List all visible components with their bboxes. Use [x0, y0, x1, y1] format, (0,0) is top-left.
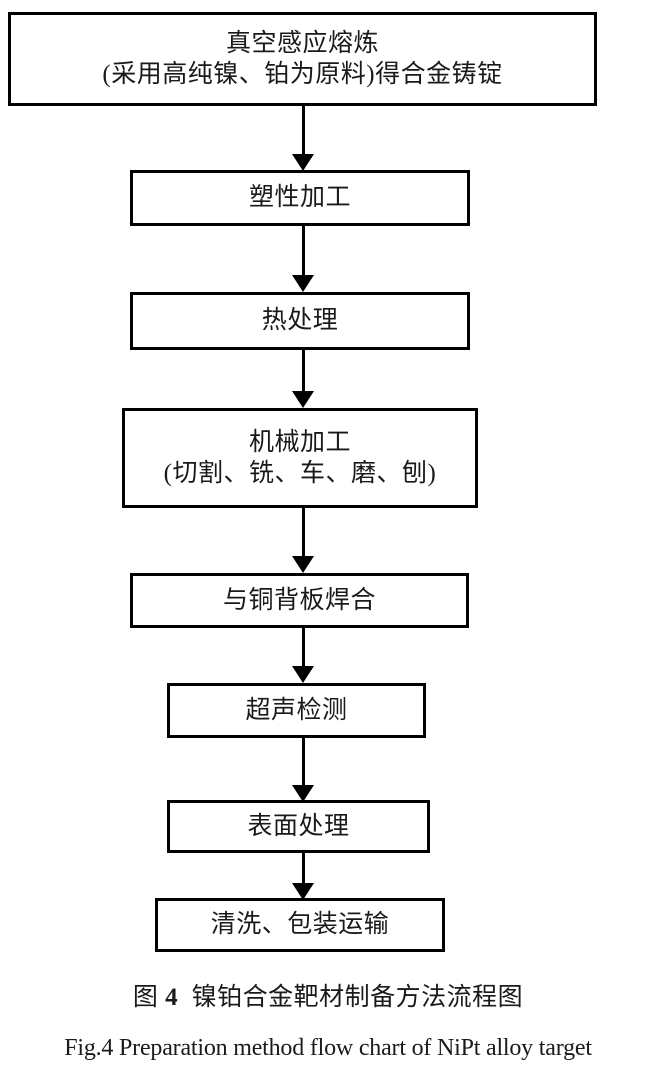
flow-node-line: 热处理: [261, 307, 339, 335]
flow-arrow-2: [292, 226, 314, 292]
flow-node-line: (采用高纯镍、铂为原料)得合金铸锭: [102, 61, 503, 88]
arrow-head-icon: [292, 154, 314, 171]
flow-node-heat-treatment: 热处理: [130, 292, 470, 350]
flow-arrow-6: [292, 738, 314, 802]
caption-fig-number: 4: [165, 984, 179, 1011]
flow-arrow-7: [292, 853, 314, 900]
figure-caption-chinese: 图 4 镍铂合金靶材制备方法流程图: [0, 977, 656, 1013]
arrow-head-icon: [292, 391, 314, 408]
flow-node-bonding-to-copper-backing-plate: 与铜背板焊合: [130, 573, 469, 628]
flow-node-ultrasonic-inspection: 超声检测: [167, 683, 426, 738]
arrow-head-icon: [292, 666, 314, 683]
flow-node-surface-treatment: 表面处理: [167, 800, 430, 853]
arrow-head-icon: [292, 556, 314, 573]
flow-node-line: (切割、铣、车、磨、刨): [163, 460, 437, 487]
arrow-shaft: [301, 738, 305, 785]
flow-node-vacuum-induction-melting: 真空感应熔炼 (采用高纯镍、铂为原料)得合金铸锭: [8, 12, 597, 106]
caption-chinese-text: 镍铂合金靶材制备方法流程图: [191, 984, 524, 1011]
flow-node-line: 真空感应熔炼: [225, 29, 379, 57]
flow-node-line: 清洗、包装运输: [210, 911, 390, 939]
flow-node-line: 超声检测: [245, 696, 348, 724]
flow-node-line: 与铜背板焊合: [222, 586, 376, 614]
flow-node-plastic-working: 塑性加工: [130, 170, 470, 226]
arrow-head-icon: [292, 883, 314, 900]
caption-fig-label: 图: [132, 984, 159, 1011]
arrow-shaft: [301, 628, 305, 666]
flow-arrow-4: [292, 508, 314, 573]
arrow-shaft: [301, 350, 305, 391]
figure-caption-english: Fig.4 Preparation method flow chart of N…: [64, 1035, 592, 1061]
flow-arrow-3: [292, 350, 314, 408]
arrow-shaft: [301, 853, 305, 883]
arrow-shaft: [301, 226, 305, 275]
flow-arrow-1: [292, 106, 314, 171]
arrow-head-icon: [292, 275, 314, 292]
flow-node-line: 表面处理: [247, 812, 350, 840]
flow-arrow-5: [292, 628, 314, 683]
flow-node-line: 塑性加工: [248, 184, 351, 212]
flow-node-cleaning-packaging-transport: 清洗、包装运输: [155, 898, 445, 952]
arrow-head-icon: [292, 785, 314, 802]
flow-node-line: 机械加工: [248, 428, 351, 456]
arrow-shaft: [301, 508, 305, 556]
arrow-shaft: [301, 106, 305, 154]
flow-node-machining: 机械加工 (切割、铣、车、磨、刨): [122, 408, 478, 508]
